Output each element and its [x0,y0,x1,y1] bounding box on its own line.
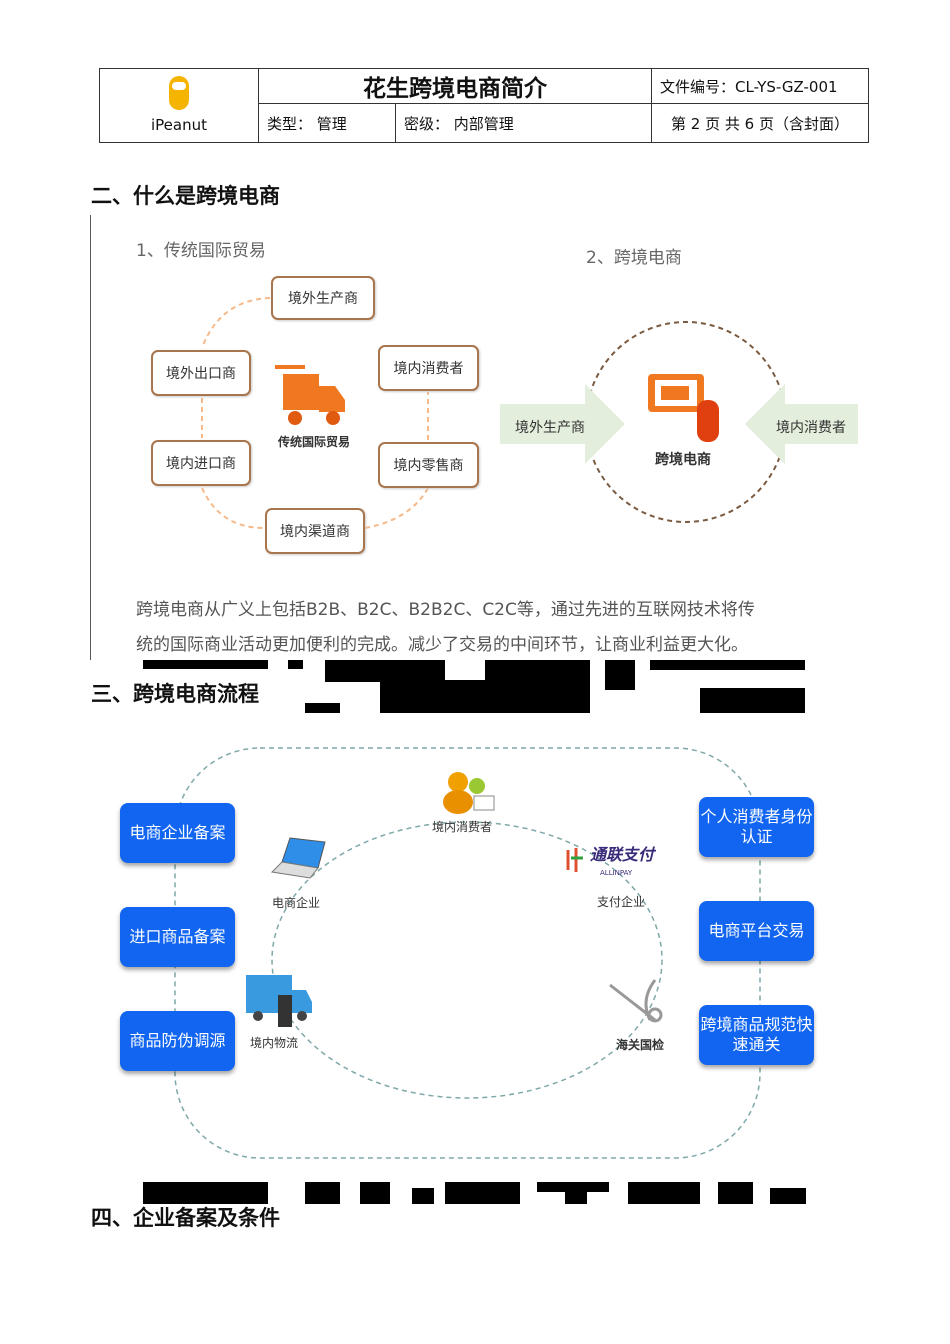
step-box: 电商平台交易 [699,901,814,961]
step-box: 个人消费者身份认证 [699,797,814,857]
node-domestic-retailer: 境内零售商 [378,442,479,488]
step-box: 电商企业备案 [120,803,235,863]
redaction-block [380,680,485,713]
arrow-label-producer: 境外生产商 [515,420,585,436]
paragraph-line: 跨境电商从广义上包括B2B、B2C、B2B2C、C2C等，通过先进的互联网技术将… [136,600,755,620]
redaction-block [412,1188,434,1204]
arrow-label-consumer: 境内消费者 [776,420,846,436]
redaction-block [537,1182,609,1192]
document-header: iPeanut 花生跨境电商简介 文件编号：CL-YS-GZ-001 类型： 管… [99,68,869,143]
logo-text: iPeanut [151,116,207,134]
center-label: 传统国际贸易 [278,435,351,449]
step-box: 跨境商品规范快速通关 [699,1005,814,1065]
node-label: 电商企业 [272,896,321,910]
peanut-logo-icon [169,76,189,110]
redaction-block [143,1182,268,1204]
allinpay-logo-en: ALLINPAY [600,869,633,877]
cross-border-label: 跨境电商 [655,452,711,468]
node-label: 支付企业 [597,895,646,909]
redaction-block [565,1192,587,1204]
consumer-icon [443,772,495,814]
step-box: 进口商品备案 [120,907,235,967]
node-label: 海关国检 [616,1038,665,1052]
redaction-block [485,660,590,713]
cross-border-diagram [500,321,858,523]
doc-secrecy: 密级： 内部管理 [395,103,652,143]
page-info: 第 2 页 共 6 页（含封面） [651,103,869,143]
redaction-block [305,703,340,713]
allinpay-logo [566,848,583,872]
node-label: 境内物流 [250,1036,299,1050]
redaction-block [143,660,268,669]
redaction-block [770,1188,806,1204]
redaction-block [360,1182,390,1204]
divider [90,215,91,660]
truck-icon [246,975,312,1027]
allinpay-logo-text: 通联支付 [590,845,655,864]
section-heading: 三、跨境电商流程 [91,681,259,706]
step-box: 商品防伪调源 [120,1011,235,1071]
node-foreign-producer: 境外生产商 [271,276,375,320]
doc-type: 类型： 管理 [258,103,396,143]
customs-emblem-icon [609,979,663,1023]
logo-cell: iPeanut [99,68,259,143]
truck-icon [275,365,345,425]
redaction-block [305,1182,340,1204]
laptop-icon [270,837,326,879]
node-domestic-consumer: 境内消费者 [378,345,479,391]
node-domestic-importer: 境内进口商 [151,440,251,486]
node-label: 境内消费者 [432,820,493,834]
redaction-block [445,1182,520,1204]
node-domestic-channel: 境内渠道商 [265,508,365,554]
redaction-block [628,1182,700,1204]
section-heading: 二、什么是跨境电商 [91,183,280,208]
redaction-block [718,1182,753,1204]
redaction-block [288,660,303,669]
paragraph-line: 统的国际商业活动更加便利的完成。减少了交易的中间环节，让商业利益更大化。 [136,635,748,655]
redaction-block [650,660,805,670]
diagram-title: 1、传统国际贸易 [136,241,266,261]
section-heading: 四、企业备案及条件 [91,1205,280,1230]
redaction-block [605,660,635,690]
diagram-title: 2、跨境电商 [586,248,682,268]
redaction-block [700,688,805,713]
trade-cycle-arrows [201,297,429,529]
node-foreign-exporter: 境外出口商 [151,350,251,396]
redaction-block [325,660,445,682]
